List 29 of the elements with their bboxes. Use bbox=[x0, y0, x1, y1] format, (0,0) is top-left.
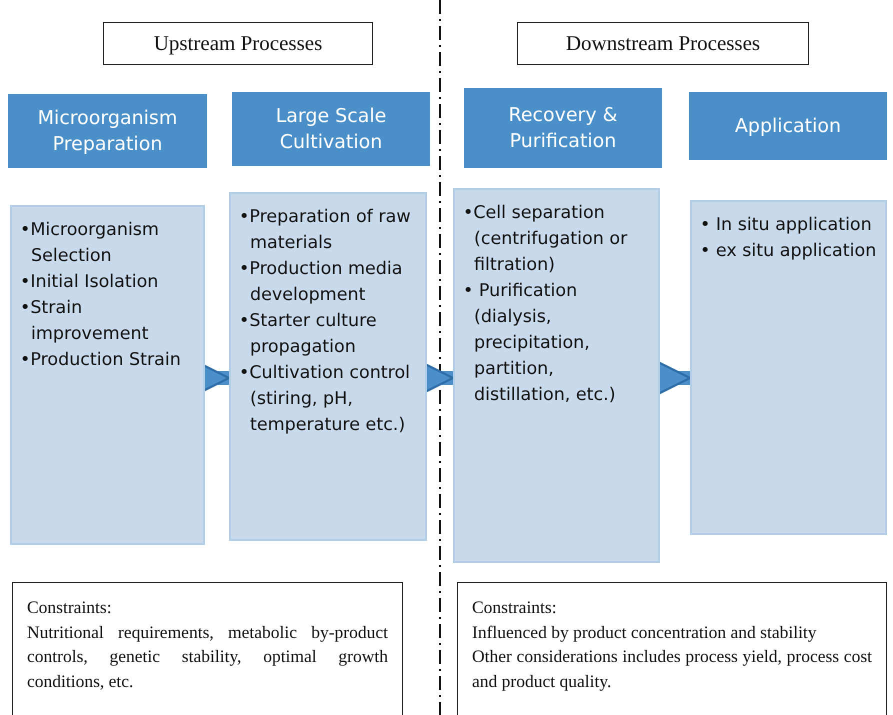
list-item: •Strain improvement bbox=[20, 297, 150, 346]
stage-header: Large Scale Cultivation bbox=[232, 92, 430, 166]
constraints-heading: Constraints: bbox=[27, 596, 113, 619]
list-item: •Microorganism Selection bbox=[20, 219, 160, 268]
list-item: • ex situ application bbox=[700, 240, 877, 263]
list-item: •Starter culture propagation bbox=[239, 310, 378, 359]
constraints-heading: Constraints: bbox=[472, 596, 558, 619]
constraints-text: Other considerations includes process yield, process cost and product quality. bbox=[472, 645, 872, 693]
phase-label-box: Downstream Processes bbox=[517, 22, 809, 65]
step-list-panel bbox=[229, 192, 427, 541]
step-list-panel bbox=[10, 205, 205, 545]
stage-header: Application bbox=[689, 92, 887, 160]
step-list-panel bbox=[690, 200, 887, 535]
list-item: •Cell separation (centrifugation or filtration) bbox=[463, 202, 628, 277]
stage-header: Microorganism Preparation bbox=[8, 94, 207, 168]
list-item: •Production media development bbox=[239, 258, 404, 307]
phase-label-box: Upstream Processes bbox=[103, 22, 373, 65]
list-item: • In situ application bbox=[700, 214, 873, 237]
list-item: •Initial Isolation bbox=[20, 271, 160, 294]
constraints-text: Nutritional requirements, metabolic by-product controls, genetic stability, optimal growth conditions, etc. bbox=[27, 620, 388, 692]
stage-header: Recovery & Purification bbox=[464, 88, 662, 168]
constraints-box bbox=[12, 582, 403, 715]
step-list-panel bbox=[453, 188, 660, 563]
constraints-box bbox=[457, 582, 887, 715]
list-item: •Preparation of raw materials bbox=[239, 206, 412, 255]
list-item: •Cultivation control (stiring, pH, temperature etc.) bbox=[239, 362, 412, 437]
list-item: •Production Strain bbox=[20, 349, 182, 372]
constraints-text: Influenced by product concentration and stability bbox=[472, 620, 818, 644]
list-item: • Purification (dialysis, precipitation, partition, distillation, etc.) bbox=[463, 280, 617, 407]
